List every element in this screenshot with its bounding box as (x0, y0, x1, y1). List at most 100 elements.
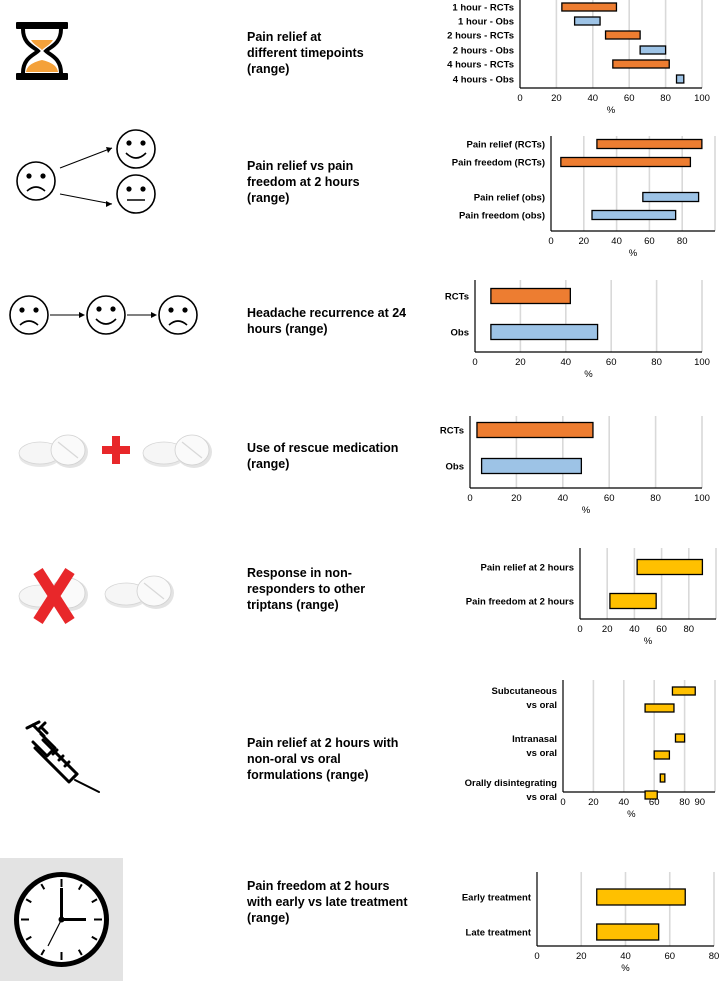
row-relief-vs-freedom: Pain relief vs pain freedom at 2 hours (… (0, 118, 723, 259)
x-tick-label: 60 (624, 93, 635, 104)
row-non-oral: Pain relief at 2 hours with non-oral vs … (0, 680, 723, 820)
range-bar (639, 45, 667, 55)
x-axis-label: % (627, 809, 636, 820)
row-label: Pain relief vs pain freedom at 2 hours (… (247, 159, 360, 205)
range-bar (596, 138, 703, 150)
x-tick-label: 40 (558, 493, 569, 504)
category-label: RCTs (440, 426, 464, 437)
x-tick-label: 20 (588, 797, 599, 808)
x-axis-label: % (584, 369, 593, 380)
x-tick-label: 40 (619, 797, 630, 808)
crossed-pill-icon (18, 568, 174, 624)
range-bar (653, 750, 671, 760)
x-tick-label: 0 (472, 357, 477, 368)
range-bar (636, 558, 704, 576)
category-label: Pain relief (obs) (474, 193, 545, 204)
x-tick-label: 80 (677, 236, 688, 247)
category-label: 1 hour - RCTs (452, 3, 514, 14)
category-label: Late treatment (466, 928, 532, 939)
row-label: Headache recurrence at 24 hours (range) (247, 306, 407, 336)
x-tick-label: 20 (576, 951, 587, 962)
two-pills-plus-icon (18, 434, 212, 468)
x-tick-label: 0 (548, 236, 553, 247)
range-bar (560, 156, 692, 168)
x-tick-label: 0 (560, 797, 565, 808)
range-bar (561, 2, 618, 12)
row-recurrence: Headache recurrence at 24 hours (range) … (0, 272, 723, 382)
category-label: RCTs (445, 292, 469, 303)
x-axis-label: % (607, 105, 616, 116)
category-label: Early treatment (462, 893, 532, 904)
syringe-icon (25, 720, 100, 793)
x-tick-label: 20 (515, 357, 526, 368)
category-label: 4 hours - Obs (453, 75, 514, 86)
row-label: Pain relief at different timepoints (ran… (247, 30, 364, 76)
hourglass-icon (16, 22, 68, 80)
range-bar (573, 16, 601, 26)
range-bar (476, 421, 594, 439)
x-tick-label: 60 (644, 236, 655, 247)
range-bar (596, 888, 686, 906)
sad-happy-sad-faces-icon (9, 295, 198, 335)
range-bar (642, 191, 700, 203)
x-tick-label: 80 (651, 357, 662, 368)
sad-to-happy-neutral-faces-icon (16, 129, 156, 214)
x-tick-label: 20 (511, 493, 522, 504)
range-bar (671, 686, 696, 696)
x-tick-label: 100 (694, 357, 710, 368)
range-bar (675, 74, 685, 84)
row-label: Use of rescue medication (range) (247, 441, 399, 471)
row-label: Pain freedom at 2 hours with early vs la… (247, 879, 408, 925)
range-bar (644, 790, 658, 800)
range-bar (596, 923, 660, 941)
x-tick-label: 60 (606, 357, 617, 368)
range-bar (659, 773, 666, 783)
x-tick-label: 40 (561, 357, 572, 368)
range-bar (490, 287, 571, 305)
x-tick-label: 100 (694, 93, 710, 104)
x-tick-label: 80 (709, 951, 720, 962)
x-tick-label: 60 (604, 493, 615, 504)
x-axis-label: % (621, 963, 630, 974)
range-bar (674, 733, 686, 743)
row-label: Pain relief at 2 hours with non-oral vs … (247, 736, 399, 782)
row-early-vs-late: Pain freedom at 2 hours with early vs la… (0, 840, 723, 991)
category-label: Pain relief (RCTs) (467, 140, 545, 151)
range-bar (490, 323, 599, 341)
x-tick-label: 90 (695, 797, 706, 808)
category-label: Orally disintegrating (465, 778, 558, 789)
x-tick-label: 80 (679, 797, 690, 808)
row-non-responders: Response in non- responders to other tri… (0, 545, 723, 655)
category-label: vs oral (526, 792, 557, 803)
x-tick-label: 60 (664, 951, 675, 962)
x-tick-label: 80 (684, 624, 695, 635)
category-label: Pain freedom at 2 hours (466, 597, 574, 608)
category-label: Subcutaneous (492, 686, 557, 697)
category-label: Pain freedom (RCTs) (452, 158, 545, 169)
clock-icon (14, 872, 109, 967)
x-tick-label: 0 (577, 624, 582, 635)
x-axis-label: % (629, 248, 638, 259)
x-tick-label: 40 (629, 624, 640, 635)
row-label: Response in non- responders to other tri… (247, 566, 366, 612)
category-label: vs oral (526, 748, 557, 759)
category-label: 4 hours - RCTs (447, 60, 514, 71)
category-label: Pain freedom (obs) (459, 211, 545, 222)
x-tick-label: 60 (649, 797, 660, 808)
category-label: 2 hours - Obs (453, 46, 514, 57)
x-tick-label: 20 (579, 236, 590, 247)
x-axis-label: % (644, 636, 653, 647)
category-label: Obs (446, 462, 464, 473)
category-label: 1 hour - Obs (458, 17, 514, 28)
x-tick-label: 0 (534, 951, 539, 962)
range-bar (480, 457, 583, 475)
x-tick-label: 40 (588, 93, 599, 104)
